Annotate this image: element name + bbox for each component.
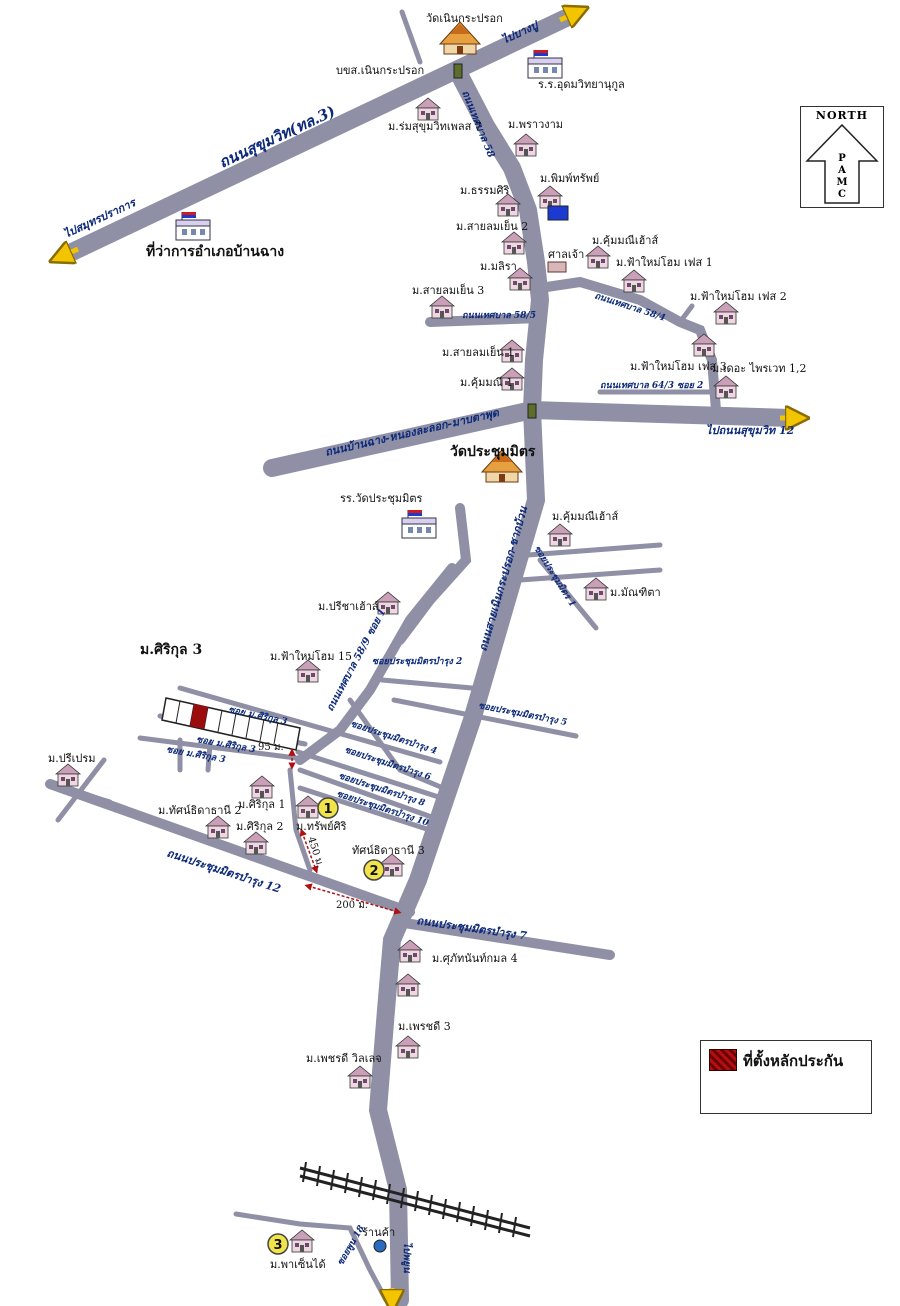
- road-main-south: [368, 401, 546, 1306]
- legend-swatch: [709, 1049, 737, 1071]
- label-phetsri-villa: ม.เพชรดี วิลเลจ: [306, 1052, 382, 1065]
- road-to-sukhumvit-12: [523, 401, 799, 427]
- label-sapsiri: ม.ทรัพย์ศิริ: [296, 820, 347, 833]
- label-thammasiri: ม.ธรรมศิริ: [460, 184, 510, 197]
- label-preeprom: ม.ปรีเปรม: [48, 752, 96, 765]
- label-rom-sukhumvit: ม.ร่มสุขุมวิทเพลส 7: [388, 120, 482, 133]
- road-sukhumvit: [63, 9, 575, 261]
- distance-200m: 200 ม.: [336, 900, 368, 911]
- road-bangchang: [263, 401, 541, 477]
- marker-2: 2: [369, 864, 378, 879]
- label-to-sukhumvit-12: ไปถนนสุขุมวิท 12: [706, 423, 795, 438]
- label-kum-mani-1: ม.คุ้มมณี 1: [460, 376, 513, 389]
- collateral-site-marker: [190, 704, 208, 729]
- legend: ที่ตั้งหลักประกัน: [700, 1040, 872, 1114]
- label-saan-chao: ศาลเจ้า: [548, 248, 584, 261]
- label-sirikul-1: ม.ศิริกุล 1: [238, 798, 286, 811]
- label-wat-prachum: วัดประชุมมิตร: [450, 444, 536, 460]
- numbered-markers: 1 2 3: [267, 797, 385, 1255]
- label-pm-7: ถนนประชุมมิตรบำรุง 7: [415, 914, 528, 943]
- temple-icon: [439, 21, 481, 55]
- railway: [299, 1161, 531, 1238]
- label-fahnai-2: ม.ฟ้าใหม่โฮม เฟส 2: [690, 289, 787, 303]
- label-thatsanathani-2: ม.ทัศน์ธิดาธานี 2: [158, 804, 241, 817]
- north-letter-p: P: [838, 153, 846, 164]
- label-the-privet: ม.เดอะ ไพรเวท 1,2: [712, 362, 807, 375]
- label-noen-junction: บขส.เนินกระปรอก: [336, 64, 424, 77]
- school-icon: [401, 509, 437, 539]
- label-thatsanathani-3: ทัศน์ธิดาธานี 3: [352, 844, 425, 857]
- road-pm-7: [393, 917, 615, 960]
- label-school-prachum: รร.วัดประชุมมิตร: [340, 492, 423, 505]
- label-school-udom: ร.ร.อุดมวิทยานุกูล: [538, 78, 625, 91]
- label-wat-noen: วัดเนินกระปรอก: [426, 12, 503, 25]
- north-letter-c: C: [838, 189, 846, 200]
- north-letter-a: A: [837, 165, 846, 176]
- label-phanthongdi: ม.พาเซ็นได้: [270, 1257, 326, 1271]
- place-labels: วัดเนินกระปรอก บขส.เนินกระปรอก ร.ร.อุดมว…: [48, 12, 807, 1271]
- label-to-phayun: ไปพยูน: [401, 1242, 414, 1274]
- label-phetsri-3: ม.เพรชดี 3: [398, 1020, 451, 1033]
- label-fahnai-15: ม.ฟ้าใหม่โฮม 15: [270, 649, 352, 663]
- label-thepharak-58-5: ถนนเทศบาล 58/5: [462, 311, 536, 321]
- distance-95m: 95 ม.: [258, 742, 284, 753]
- road-soi-58-9: [295, 563, 457, 765]
- label-sarlom-1: ม.สายลมเย็น 1: [442, 345, 514, 359]
- label-mali: ม.มลิรา: [480, 260, 517, 273]
- label-sarlom-3: ม.สายลมเย็น 3: [412, 283, 484, 297]
- north-letter-m: M: [836, 177, 847, 188]
- north-indicator: NORTH P A M C: [800, 106, 884, 208]
- label-district-office: ที่ว่าการอำเภอบ้านฉาง: [146, 241, 284, 260]
- label-fahnai-1: ม.ฟ้าใหม่โฮม เฟส 1: [616, 255, 713, 269]
- label-preecha: ม.ปรีชาเฮ้าส์: [318, 600, 379, 613]
- government-building-icon: [175, 211, 211, 241]
- collateral-plots: [161, 697, 301, 751]
- marker-3: 3: [273, 1238, 282, 1253]
- marker-1: 1: [323, 802, 332, 817]
- label-soi-64-2: ถนนเทศบาล 64/3 ซอย 2: [600, 381, 703, 391]
- label-supphan-4: ม.ศุภัทนันท์กมล 4: [432, 952, 518, 965]
- building-icons: [55, 21, 739, 1253]
- label-fahnai-3: ม.ฟ้าใหม่โฮม เฟส 3: [630, 359, 727, 373]
- label-kum-mani-top: ม.คุ้มมณีเฮ้าส์: [592, 234, 658, 247]
- label-phra-ngam: ม.พราวงาม: [508, 118, 563, 131]
- label-sirikul-3: ม.ศิริกุล 3: [140, 642, 202, 658]
- label-sarlom-2: ม.สายลมเย็น 2: [456, 219, 528, 233]
- label-kum-mani-2: ม.คุ้มมณีเฮ้าส์: [552, 510, 618, 523]
- label-phimsap: ม.พิมพ์ทรัพย์: [540, 172, 599, 185]
- road-thepharak-58: [449, 63, 550, 419]
- north-label: NORTH: [815, 109, 869, 122]
- legend-label: ที่ตั้งหลักประกัน: [743, 1052, 844, 1070]
- label-sirikul-2: ม.ศิริกุล 2: [236, 820, 284, 833]
- school-icon: [527, 49, 563, 79]
- label-manthita: ม.มัณฑิตา: [610, 586, 661, 599]
- north-arrow-icon: P A M C: [805, 123, 879, 204]
- label-soi-pm-2: ซอยประชุมมิตรบำรุง 2: [372, 656, 462, 667]
- label-raan-kha: ร้านค้า: [362, 1226, 395, 1239]
